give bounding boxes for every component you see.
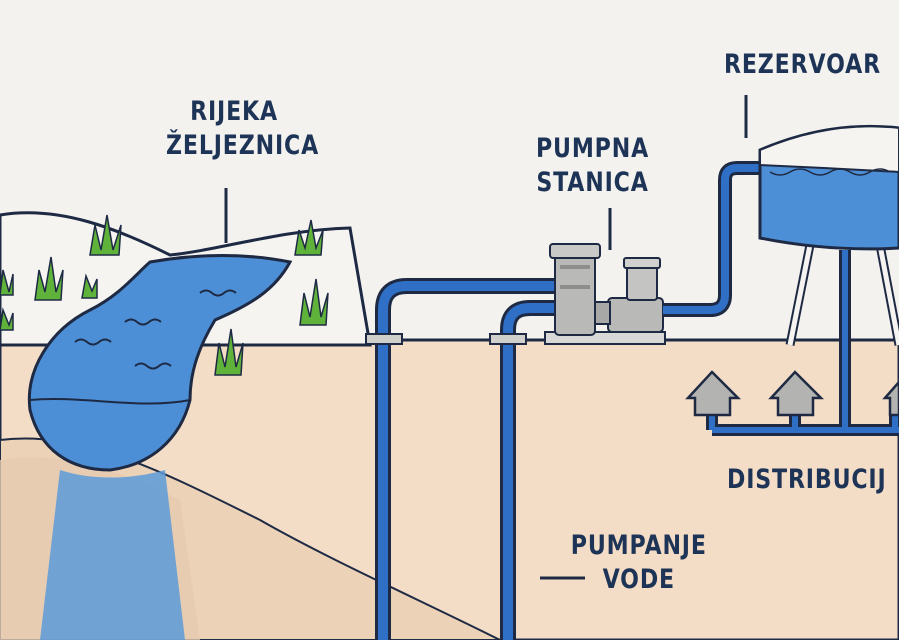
pumping-label: PUMPANJE VODE — [565, 529, 713, 597]
distribution-label: DISTRIBUCIJ — [727, 464, 887, 495]
river-label-line2: ŽELJEZNICA — [166, 130, 320, 161]
houses — [685, 370, 899, 417]
well-pipe-right — [500, 300, 560, 640]
supply-pipe-to-reservoir — [663, 161, 770, 317]
pump-station — [544, 243, 666, 345]
grass-tufts — [0, 214, 329, 376]
pumping-label-line1: PUMPANJE — [570, 530, 707, 561]
station-label-line2: STANICA — [536, 167, 649, 198]
pump-station-label: PUMPNA STANICA — [531, 132, 654, 200]
river-waves — [74, 289, 237, 370]
river-zeljeznica — [27, 254, 293, 472]
river-name-label: RIJEKA ŽELJEZNICA — [166, 95, 320, 163]
station-label-line1: PUMPNA — [535, 133, 650, 164]
reservoir-label: REZERVOAR — [724, 49, 881, 80]
well-cap-left — [365, 333, 403, 345]
river-label-line1: RIJEKA — [190, 96, 278, 127]
river-surface-line — [29, 397, 191, 405]
well-pipe-left — [375, 278, 560, 640]
groundwater-flow — [40, 470, 185, 640]
distribution-network — [706, 250, 899, 436]
pumping-label-line2: VODE — [602, 564, 675, 595]
well-cap-right — [489, 333, 527, 345]
reservoir-tank — [758, 124, 899, 346]
